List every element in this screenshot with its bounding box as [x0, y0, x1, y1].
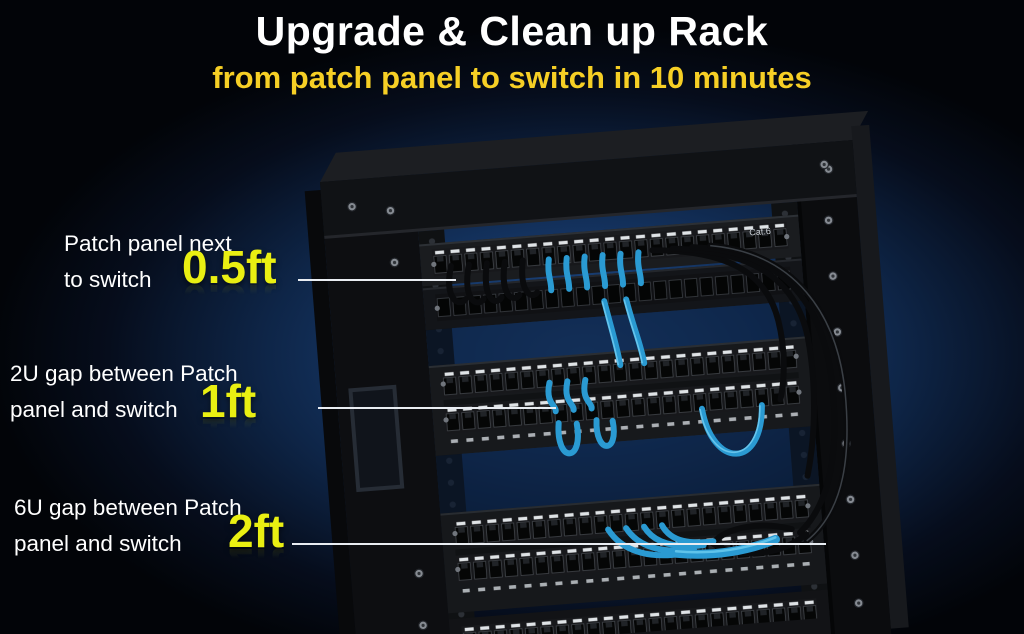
cable-length-value: 1ft	[200, 375, 257, 427]
black-cable-highlight	[710, 244, 848, 542]
header: Upgrade & Clean up Rack from patch panel…	[0, 8, 1024, 96]
annotation-line: panel and switch	[10, 396, 178, 422]
cat6-label: Cat.6	[749, 226, 771, 238]
patch-panel-middle	[428, 336, 815, 456]
annotation-text: 6U gap between Patch panel and switch	[14, 490, 242, 561]
switch-panel	[422, 258, 805, 331]
rack-frame	[304, 110, 909, 634]
leader-line-1	[298, 279, 456, 281]
blue-cable-sheen	[601, 299, 761, 454]
annotation-line: panel and switch	[14, 530, 182, 556]
cable-length-value: 2ft	[228, 505, 285, 557]
annotation-patch-next-to-switch: Patch panel next to switch 0.5ft	[64, 226, 277, 297]
top-beam	[320, 140, 857, 238]
annotation-line: to switch	[64, 266, 152, 292]
cable-length-value: 0.5ft	[182, 241, 277, 293]
annotation-line: Patch panel next	[64, 231, 232, 256]
leader-line-2	[318, 407, 556, 409]
annotation-2u-gap: 2U gap between Patch panel and switch 1f…	[10, 356, 256, 427]
annotation-line: 2U gap between Patch	[10, 361, 238, 386]
right-post-side	[851, 124, 909, 629]
page-title: Upgrade & Clean up Rack	[255, 8, 769, 54]
page-subtitle: from patch panel to switch in 10 minutes	[212, 60, 812, 95]
leader-line-3	[292, 543, 826, 545]
gap-2u	[425, 300, 808, 367]
annotation-line: 6U gap between Patch	[14, 495, 242, 520]
annotation-text: Patch panel next to switch	[64, 226, 232, 297]
annotation-text: 2U gap between Patch panel and switch	[10, 356, 238, 427]
annotation-6u-gap: 6U gap between Patch panel and switch 2f…	[14, 490, 284, 561]
left-post-side	[304, 190, 360, 634]
